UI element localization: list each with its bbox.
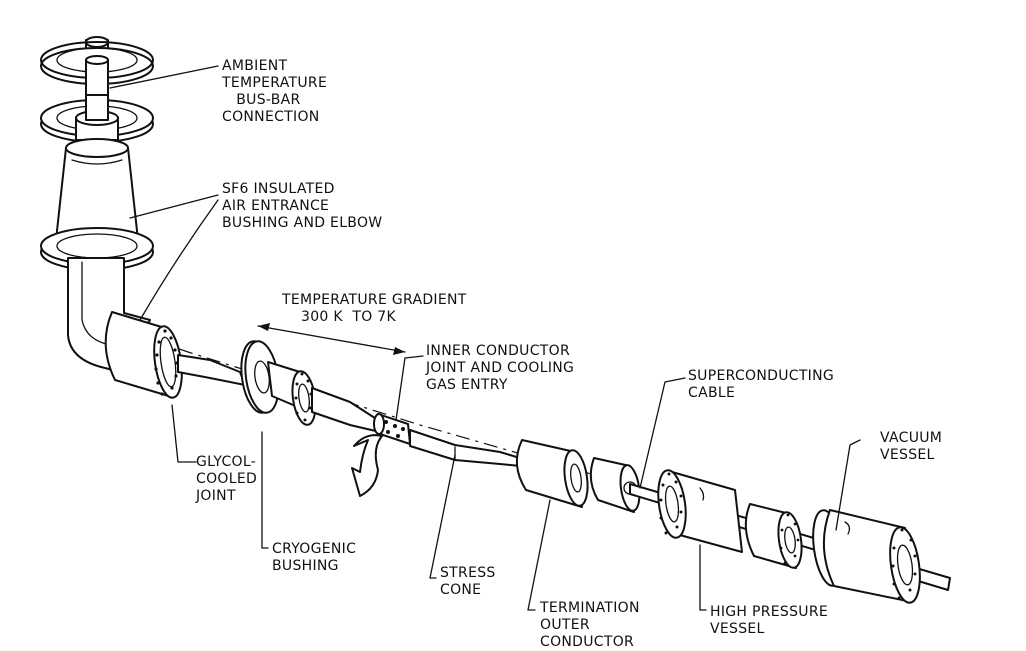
- cryo-flange: [291, 370, 381, 433]
- label-high-pressure-vessel: HIGH PRESSURE VESSEL: [710, 604, 828, 637]
- entrance-sleeve: [104, 311, 183, 399]
- label-glycol-cooled-joint: GLYCOL- COOLED JOINT: [196, 454, 258, 504]
- vacuum-vessel: [812, 509, 921, 604]
- label-termination-outer-conductor: TERMINATION OUTER CONDUCTOR: [540, 600, 640, 650]
- termination-outer-conductor: [515, 439, 589, 508]
- stress-cone: [409, 429, 521, 467]
- temperature-gradient-arrow: [257, 323, 406, 355]
- cooling-gas-entry-arrow: [351, 434, 383, 497]
- leader-lines: [109, 65, 861, 611]
- label-vacuum-vessel: VACUUM VESSEL: [880, 430, 943, 463]
- ambient-bus-bar-connection: [40, 36, 154, 143]
- label-sf6-bushing-elbow: SF6 INSULATED AIR ENTRANCE BUSHING AND E…: [222, 181, 383, 231]
- label-bus-bar-connection: AMBIENT TEMPERATURE BUS-BAR CONNECTION: [222, 58, 328, 125]
- intermediate-vessel: [744, 503, 803, 569]
- sf6-bushing-body: [40, 138, 154, 271]
- label-stress-cone: STRESS CONE: [440, 565, 496, 598]
- label-temperature-gradient: TEMPERATURE GRADIENT 300 K TO 7K: [282, 292, 467, 325]
- label-inner-conductor-joint: INNER CONDUCTOR JOINT AND COOLING GAS EN…: [426, 343, 575, 393]
- label-cryogenic-bushing: CRYOGENIC BUSHING: [272, 541, 357, 574]
- label-superconducting-cable: SUPERCONDUCTING CABLE: [688, 368, 835, 401]
- high-pressure-vessel: [657, 469, 743, 553]
